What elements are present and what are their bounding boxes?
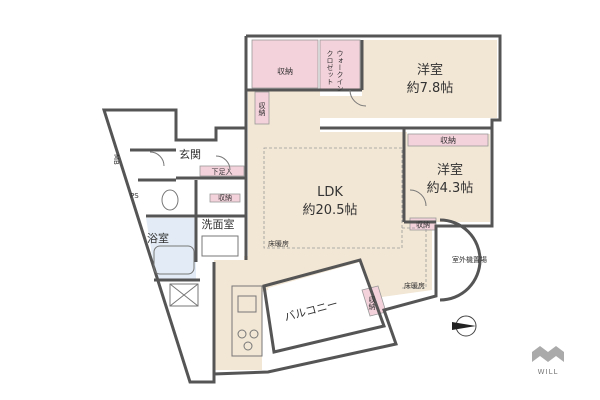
balcony-floor — [268, 262, 382, 350]
door-bed2 — [409, 189, 427, 207]
wash-basin — [201, 235, 239, 257]
bathtub — [153, 245, 195, 275]
bedroom-1-name: 洋室 — [417, 62, 443, 78]
wic-storage — [251, 39, 319, 89]
outdoor-unit-label: 室外機置場 — [452, 255, 487, 264]
bedroom-2-size: 約4.3帖 — [427, 181, 474, 196]
outer-wall — [101, 34, 502, 384]
fridge-space — [169, 283, 199, 307]
walk-in-closet — [319, 39, 361, 91]
shoe-storage — [199, 165, 245, 177]
bathroom-floor — [146, 218, 196, 280]
storage-label-5: 収納 — [368, 296, 376, 311]
floor-heating-label-2: 床暖房 — [404, 281, 425, 290]
door-mb — [149, 151, 165, 167]
ldk-name: LDK — [317, 185, 343, 200]
stove-burner-3 — [243, 341, 253, 351]
storage-label-6: 収納 — [218, 193, 232, 202]
wic-label-line1: ウォークイン — [336, 50, 344, 92]
storage-label-1: 収納 — [277, 66, 293, 76]
floor-heating-zone-1 — [263, 147, 403, 249]
door-bed1 — [349, 89, 367, 107]
bedroom-2-storage — [407, 133, 489, 147]
storage-label-2: 収納 — [258, 102, 266, 117]
ps-label: PS — [130, 192, 139, 200]
kitchen-sink — [237, 295, 257, 313]
washroom-label: 洗面室 — [202, 217, 235, 231]
stove-burner-1 — [237, 329, 247, 339]
bedroom-2-floor — [407, 134, 490, 222]
floor-heating-label-1: 床暖房 — [268, 239, 289, 248]
compass-icon — [452, 315, 477, 337]
fridge-x2 — [169, 283, 199, 307]
will-logo-mark — [532, 346, 564, 362]
toilet — [161, 189, 179, 211]
wash-storage — [209, 193, 241, 203]
ldk-size: 約20.5帖 — [303, 203, 358, 218]
outdoor-unit-area — [439, 218, 482, 302]
bedroom-1-size: 約7.8帖 — [407, 81, 454, 96]
entrance-label: 玄関 — [179, 147, 201, 161]
mb-label: MB — [112, 154, 120, 165]
balcony-wall — [262, 258, 386, 354]
bathroom-label: 浴室 — [147, 231, 169, 245]
shoe-storage-label: 下足入 — [212, 168, 233, 176]
kitchen-counter — [231, 285, 263, 357]
storage-label-4: 収納 — [416, 220, 430, 229]
storage-label-3: 収納 — [440, 135, 456, 145]
wic-label-line2: クロゼット — [326, 50, 334, 85]
bedroom-1-floor — [320, 40, 497, 118]
logo-text: WILL — [538, 368, 559, 376]
washroom-floor — [196, 208, 244, 260]
floor-heating-zone-2 — [402, 227, 427, 289]
bedroom-2-name: 洋室 — [437, 162, 463, 178]
ldk-floor — [214, 132, 432, 370]
will-logo: WILL — [532, 346, 564, 376]
hall-storage — [254, 91, 270, 125]
stove-burner-2 — [249, 329, 259, 339]
door-entrance — [215, 155, 231, 171]
